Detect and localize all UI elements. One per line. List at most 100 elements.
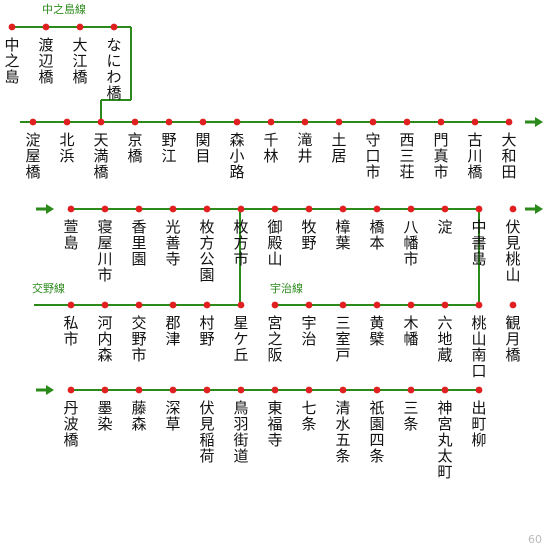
station-name: 野江 [161, 131, 176, 165]
station-name: 八幡市 [403, 218, 418, 268]
station-dot [8, 23, 16, 31]
station-name: 西三荘 [399, 131, 414, 181]
station-name: 宮之阪 [267, 314, 282, 364]
station-name: 神宮丸太町 [437, 399, 452, 481]
station-dot [339, 205, 347, 213]
station-dot [369, 118, 377, 126]
line-label-katano: 交野線 [32, 281, 65, 295]
station-dot [203, 386, 211, 394]
station-dot [169, 386, 177, 394]
station-dot [169, 301, 177, 309]
station-name: 桃山南口 [471, 314, 486, 380]
station-dot [339, 386, 347, 394]
station-name: 萱島 [63, 218, 78, 252]
station-name: 東福寺 [267, 399, 282, 449]
station-dot [305, 386, 313, 394]
station-name: 滝井 [297, 131, 312, 165]
arrow-row-2-left-head [46, 204, 54, 214]
station-name: 牧野 [301, 218, 316, 252]
station-dot [101, 205, 109, 213]
station-name: 河内森 [97, 314, 112, 364]
station-name: 私市 [63, 314, 78, 348]
station-name: 清水五条 [335, 399, 350, 465]
station-dot [475, 386, 483, 394]
station-dot [233, 118, 241, 126]
station-name: 星ケ丘 [233, 314, 248, 364]
station-dot [271, 386, 279, 394]
station-name: 千林 [263, 131, 278, 165]
station-dot [67, 205, 75, 213]
station-name: 中書島 [471, 218, 486, 268]
station-name: 守口市 [365, 131, 380, 181]
station-name: 樟葉 [335, 218, 350, 252]
station-name: 鳥羽街道 [233, 399, 248, 465]
station-dot [335, 118, 343, 126]
station-dot [169, 205, 177, 213]
station-dot [131, 118, 139, 126]
station-name: 墨染 [97, 399, 112, 433]
station-name: 中之島 [4, 36, 19, 86]
station-dot [97, 118, 105, 126]
station-name: 枚方市 [233, 218, 248, 268]
station-name: 観月橋 [505, 314, 520, 364]
station-name: 御殿山 [267, 218, 282, 268]
station-name: 関目 [195, 131, 210, 165]
station-dot [509, 205, 517, 213]
station-dot [135, 386, 143, 394]
station-dot [373, 386, 381, 394]
station-dot [441, 386, 449, 394]
station-dot [441, 301, 449, 309]
station-name: 藤森 [131, 399, 146, 433]
station-name: 三条 [403, 399, 418, 433]
station-name: 六地蔵 [437, 314, 452, 364]
station-dot [339, 301, 347, 309]
station-name: 木幡 [403, 314, 418, 348]
station-name: 交野市 [131, 314, 146, 364]
station-dot [373, 205, 381, 213]
station-name: 門真市 [433, 131, 448, 181]
station-dot [199, 118, 207, 126]
station-dot [203, 205, 211, 213]
arrow-row-2-right-head [535, 204, 543, 214]
station-dot [407, 386, 415, 394]
station-dots [8, 23, 517, 394]
station-name: 祇園四条 [369, 399, 384, 465]
station-dot [165, 118, 173, 126]
station-dot [509, 301, 517, 309]
station-name: 大江橋 [72, 36, 87, 86]
station-dot [29, 118, 37, 126]
station-dot [475, 205, 483, 213]
station-dot [101, 386, 109, 394]
station-name: 丹波橋 [63, 399, 78, 449]
station-name: 郡津 [165, 314, 180, 348]
station-name: 伏見稲荷 [199, 399, 214, 465]
page-number: 60 [528, 533, 542, 546]
station-name: 香里園 [131, 218, 146, 268]
continuation-arrows [36, 117, 543, 395]
station-name: 渡辺橋 [38, 36, 53, 86]
station-dot [305, 205, 313, 213]
station-dot [42, 23, 50, 31]
station-dot [437, 118, 445, 126]
station-dot [237, 205, 245, 213]
station-dot [301, 118, 309, 126]
station-name: 出町柳 [471, 399, 486, 449]
station-dot [407, 205, 415, 213]
line-label-uji: 宇治線 [270, 281, 303, 295]
station-name: 土居 [331, 131, 346, 165]
station-dot [403, 118, 411, 126]
station-dot [271, 301, 279, 309]
station-dot [67, 301, 75, 309]
station-dot [110, 23, 118, 31]
station-name: 京橋 [127, 131, 142, 165]
station-dot [63, 118, 71, 126]
station-name: 寝屋川市 [97, 218, 112, 284]
station-dot [135, 205, 143, 213]
station-dot [471, 118, 479, 126]
station-name: 光善寺 [165, 218, 180, 268]
station-dot [237, 386, 245, 394]
station-dot [203, 301, 211, 309]
station-dot [407, 301, 415, 309]
